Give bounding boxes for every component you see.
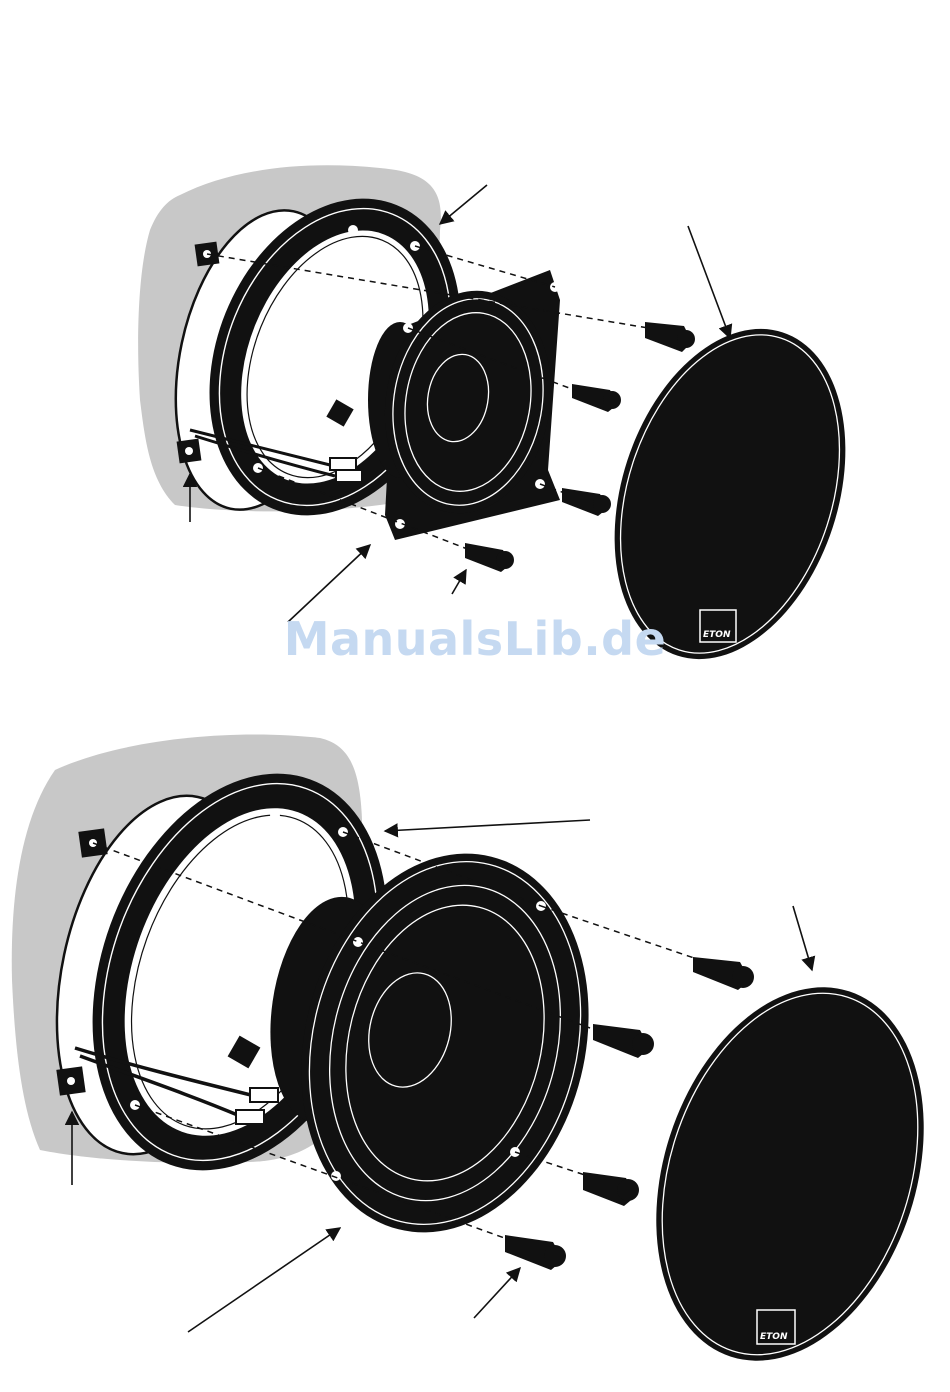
speaker-grille: ETON: [611, 952, 950, 1392]
brand-logo-text: ETON: [760, 1332, 788, 1342]
small-speaker-assembly: ETON: [138, 161, 885, 689]
large-speaker-assembly: ETON: [12, 732, 950, 1392]
watermark-text: ManualsLib.de: [0, 612, 950, 666]
